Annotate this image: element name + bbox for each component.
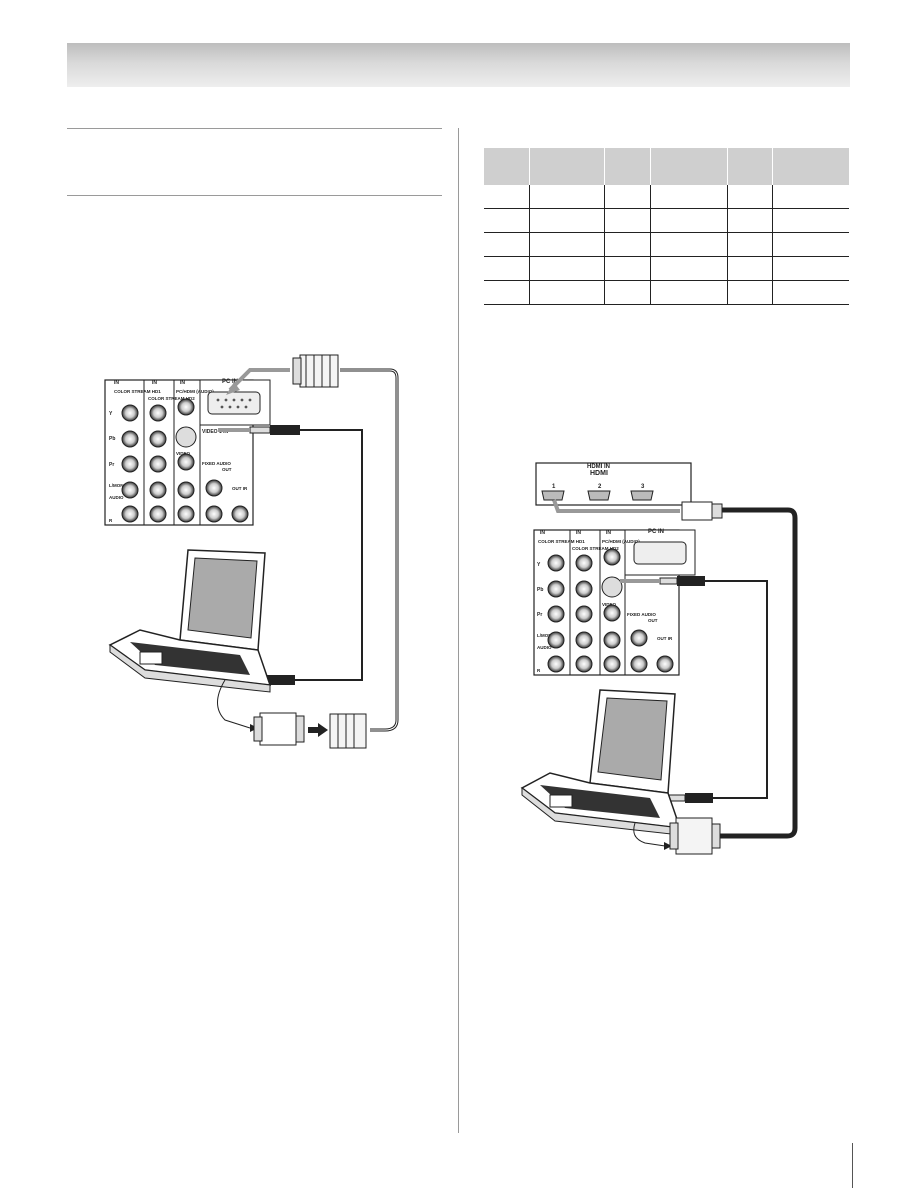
label-in: IN <box>606 530 611 536</box>
label-video1-in: VIDEO 1 IN <box>202 429 229 435</box>
label-audio: AUDIO <box>109 495 124 500</box>
hdmi-dvi-cable <box>552 499 798 839</box>
section-rule-bottom <box>67 195 442 196</box>
label-in: IN <box>114 380 119 386</box>
label-ir-out: OUT IR <box>657 636 673 641</box>
label-video: VIDEO <box>176 451 191 456</box>
label-pc-hdmi-audio: PC/HDMI (AUDIO) <box>602 539 640 544</box>
laptop <box>520 689 682 836</box>
label-pr: Pr <box>109 462 114 468</box>
label-in: IN <box>540 530 545 536</box>
laptop <box>108 549 272 693</box>
label-fixed-audio: FIXED AUDIO <box>202 461 231 466</box>
tv-back-panel: IN IN IN COLOR STREAM HD1 COLOR STREAM H… <box>104 379 271 526</box>
table-row <box>484 280 849 305</box>
hdmi-input-panel: HDMI IN HDMI 1 2 3 <box>535 462 692 506</box>
header-bar <box>67 43 850 87</box>
label-y: Y <box>109 411 113 417</box>
hdmi-port-3 <box>630 490 654 501</box>
label-hdmi-in: HDMI IN <box>587 464 610 470</box>
vga-port <box>633 541 687 565</box>
label-l-mono: L/MONO <box>537 633 555 638</box>
label-fixed-audio: FIXED AUDIO <box>627 612 656 617</box>
label-hdmi-port-2: 2 <box>598 484 602 490</box>
label-r: R <box>109 518 113 523</box>
dvi-connector <box>633 817 721 855</box>
pc-connection-diagram-left: IN IN IN COLOR STREAM HD1 COLOR STREAM H… <box>104 354 399 749</box>
vga-adapter <box>217 679 367 749</box>
label-l-mono: L/MONO <box>109 483 127 488</box>
s-video-jack <box>601 576 623 598</box>
label-hdmi-port-3: 3 <box>641 484 645 490</box>
table-header-cell <box>771 148 849 185</box>
table-header-cell <box>603 148 650 185</box>
label-colorstream-hd1: COLOR STREAM HD1 <box>538 539 585 544</box>
audio-cable <box>620 576 768 803</box>
label-pc-in: PC IN <box>222 379 238 385</box>
vga-cable <box>226 354 399 732</box>
column-divider <box>458 128 459 1133</box>
label-colorstream-hd1: COLOR STREAM HD1 <box>114 389 161 394</box>
label-in: IN <box>152 380 157 386</box>
label-pc-hdmi-audio: PC/HDMI (AUDIO) <box>176 389 214 394</box>
rca-jacks <box>547 548 674 673</box>
table-row <box>484 185 849 209</box>
spec-table <box>484 148 849 305</box>
table-header-cell <box>726 148 772 185</box>
pc-connection-diagram-right: HDMI IN HDMI 1 2 3 IN IN IN COLOR STREAM… <box>520 462 798 855</box>
label-video: VIDEO <box>602 602 617 607</box>
label-pr: Pr <box>537 612 542 618</box>
hdmi-port-2 <box>587 490 611 501</box>
vga-port <box>207 391 261 415</box>
s-video-jack <box>175 426 197 448</box>
table-row <box>484 256 849 281</box>
section-rule-top <box>67 128 442 129</box>
tv-back-panel: IN IN IN COLOR STREAM HD1 COLOR STREAM H… <box>533 529 696 676</box>
page-number-tick <box>852 1143 853 1188</box>
label-hdmi-port-1: 1 <box>552 484 556 490</box>
table-header-row <box>484 148 849 185</box>
label-audio: AUDIO <box>537 645 552 650</box>
table-header-cell <box>649 148 727 185</box>
label-out: OUT <box>648 618 658 623</box>
rca-jacks <box>121 398 249 523</box>
label-pb: Pb <box>109 436 115 442</box>
table-row <box>484 232 849 257</box>
hdmi-port-1 <box>541 490 565 501</box>
label-r: R <box>537 668 541 673</box>
table-header-cell <box>484 148 529 185</box>
label-pb: Pb <box>537 587 543 593</box>
hdmi-logo: HDMI <box>590 470 608 477</box>
label-in: IN <box>576 530 581 536</box>
label-colorstream-hd2: COLOR STREAM HD2 <box>148 396 195 401</box>
label-colorstream-hd2: COLOR STREAM HD2 <box>572 546 619 551</box>
label-ir-out: OUT IR <box>232 486 248 491</box>
label-pc-in: PC IN <box>648 529 664 535</box>
label-in: IN <box>180 380 185 386</box>
table-header-cell <box>528 148 604 185</box>
label-y: Y <box>537 562 541 568</box>
table-row <box>484 208 849 233</box>
label-out: OUT <box>222 467 232 472</box>
